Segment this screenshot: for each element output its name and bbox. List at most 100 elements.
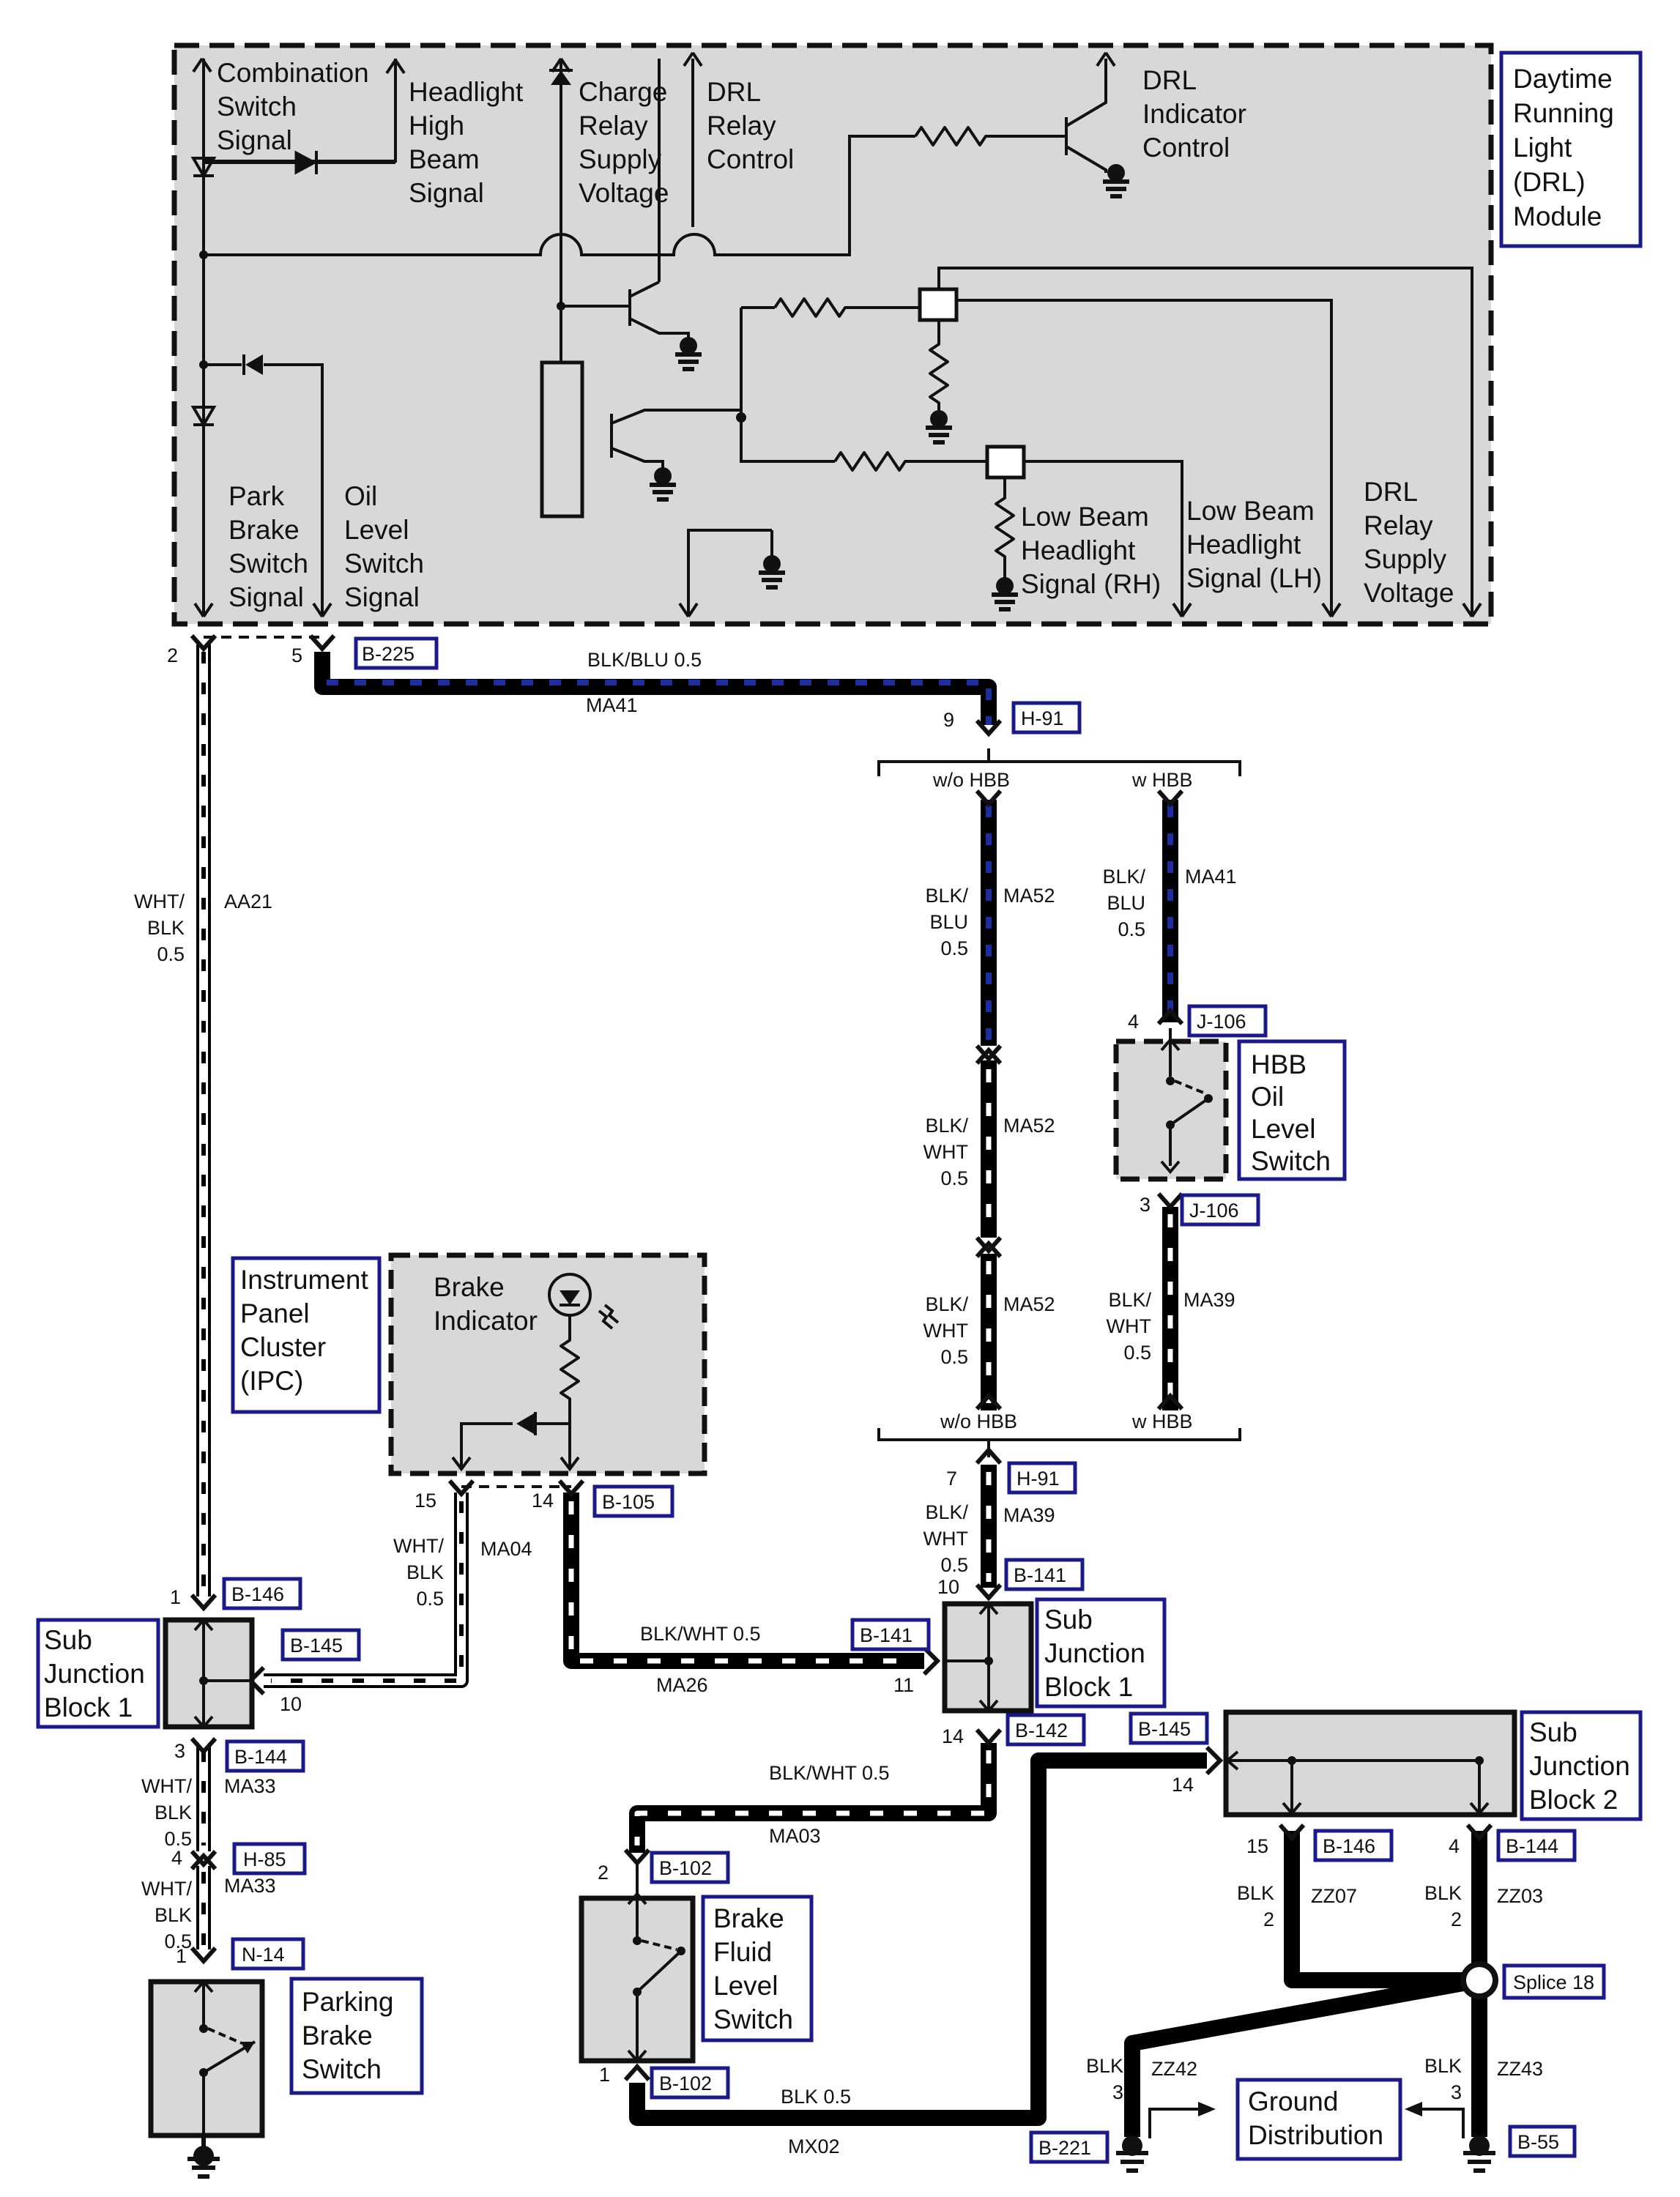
svg-text:B-141: B-141 xyxy=(1014,1564,1066,1586)
wire-ma04[interactable] xyxy=(264,1492,469,1688)
wire-ma26[interactable] xyxy=(563,1492,924,1669)
connector-b-102-bottom[interactable]: B-102 xyxy=(650,2066,730,2100)
connector-j-106-top[interactable]: J-106 xyxy=(1187,1004,1268,1038)
connector-b-102-top[interactable]: B-102 xyxy=(650,1851,730,1884)
svg-text:J-106: J-106 xyxy=(1197,1011,1246,1033)
connector-b-141-top[interactable]: B-141 xyxy=(1004,1558,1085,1591)
option-labels: w/o HBB w HBB w/o HBB w HBB xyxy=(932,769,1193,1432)
connector-b-141-side[interactable]: B-141 xyxy=(850,1618,931,1651)
svg-text:11: 11 xyxy=(893,1674,914,1696)
option-bracket-top xyxy=(877,760,1241,776)
svg-text:BLK/BLU 0.5: BLK/BLU 0.5 xyxy=(587,649,702,671)
connector-b-225[interactable]: B-225 xyxy=(354,636,439,670)
connector-b-105[interactable]: B-105 xyxy=(592,1484,674,1518)
ground-arrow-left xyxy=(1148,2108,1200,2138)
svg-text:H-91: H-91 xyxy=(1016,1468,1060,1490)
wire-zz42[interactable] xyxy=(1124,1972,1481,2137)
wire-ma41-top[interactable] xyxy=(314,652,997,725)
ground-icon xyxy=(1103,164,1129,198)
svg-text:15: 15 xyxy=(415,1490,436,1512)
svg-text:B-141: B-141 xyxy=(860,1624,913,1646)
svg-text:H-91: H-91 xyxy=(1021,707,1064,729)
svg-text:MA33: MA33 xyxy=(224,1775,276,1797)
svg-text:w/o HBB: w/o HBB xyxy=(940,1410,1017,1432)
svg-text:MA39: MA39 xyxy=(1003,1504,1055,1526)
connector-n-14[interactable]: N-14 xyxy=(231,1937,305,1971)
connector-b-146-right[interactable]: B-146 xyxy=(1313,1829,1394,1862)
drl-module-title-box xyxy=(1499,51,1643,248)
ground-icon xyxy=(992,577,1018,611)
wire-ma03[interactable] xyxy=(629,1743,997,1853)
svg-text:ZZ03: ZZ03 xyxy=(1497,1885,1543,1907)
svg-text:B-142: B-142 xyxy=(1015,1720,1068,1741)
connector-j-106-bottom[interactable]: J-106 xyxy=(1180,1193,1260,1227)
splice-18-node xyxy=(1460,1961,1498,1999)
svg-text:2: 2 xyxy=(598,1862,609,1884)
svg-text:B-55: B-55 xyxy=(1517,2131,1559,2153)
connector-b-142[interactable]: B-142 xyxy=(1006,1713,1086,1747)
connector-b-144-left[interactable]: B-144 xyxy=(225,1739,305,1773)
connector-b-144-right[interactable]: B-144 xyxy=(1496,1829,1577,1862)
connector-h-91-bottom[interactable]: H-91 xyxy=(1007,1461,1077,1495)
svg-text:B-144: B-144 xyxy=(1506,1835,1558,1857)
connector-b-145-right[interactable]: B-145 xyxy=(1129,1711,1209,1745)
connector-b-55[interactable]: B-55 xyxy=(1508,2124,1577,2158)
pin-numbers: 2 5 9 4 3 7 10 11 14 15 14 1 10 3 4 1 2 … xyxy=(167,644,1460,2086)
sjb1-left-label-box xyxy=(36,1618,160,1729)
connector-h-85[interactable]: H-85 xyxy=(232,1842,307,1876)
connector-b-221[interactable]: B-221 xyxy=(1029,2130,1110,2164)
ground-distribution-box xyxy=(1235,2078,1402,2161)
svg-text:B-146: B-146 xyxy=(231,1583,284,1605)
svg-text:MA33: MA33 xyxy=(224,1875,276,1897)
ground-icon xyxy=(759,555,785,590)
svg-text:MA52: MA52 xyxy=(1003,1293,1055,1315)
svg-text:4: 4 xyxy=(1128,1011,1139,1033)
svg-text:MX02: MX02 xyxy=(788,2135,840,2157)
svg-text:MA41: MA41 xyxy=(1185,866,1237,888)
svg-text:ZZ42: ZZ42 xyxy=(1151,2058,1197,2080)
connector-b-145-left[interactable]: B-145 xyxy=(280,1628,361,1662)
ground-icon xyxy=(1463,2135,1495,2173)
connector-b-146-left[interactable]: B-146 xyxy=(222,1577,302,1610)
svg-text:14: 14 xyxy=(942,1725,964,1747)
svg-text:MA41: MA41 xyxy=(586,694,638,716)
svg-text:3: 3 xyxy=(174,1740,185,1762)
connector-h-91-top[interactable]: H-91 xyxy=(1011,701,1082,735)
svg-text:MA52: MA52 xyxy=(1003,885,1055,907)
wire-zz07[interactable] xyxy=(1284,1831,1479,1988)
svg-text:1: 1 xyxy=(176,1945,187,1967)
svg-text:MA04: MA04 xyxy=(480,1538,532,1560)
svg-text:B-102: B-102 xyxy=(659,2073,712,2094)
wire-mx02[interactable] xyxy=(629,1752,1207,2126)
svg-text:AA21: AA21 xyxy=(224,891,272,912)
svg-text:MA52: MA52 xyxy=(1003,1115,1055,1137)
svg-text:4: 4 xyxy=(1449,1835,1460,1857)
svg-text:B-102: B-102 xyxy=(659,1857,712,1879)
ground-icon xyxy=(650,467,676,502)
svg-text:MA26: MA26 xyxy=(656,1674,708,1696)
svg-text:B-146: B-146 xyxy=(1323,1835,1375,1857)
drl-internal-circuit xyxy=(190,51,1482,618)
